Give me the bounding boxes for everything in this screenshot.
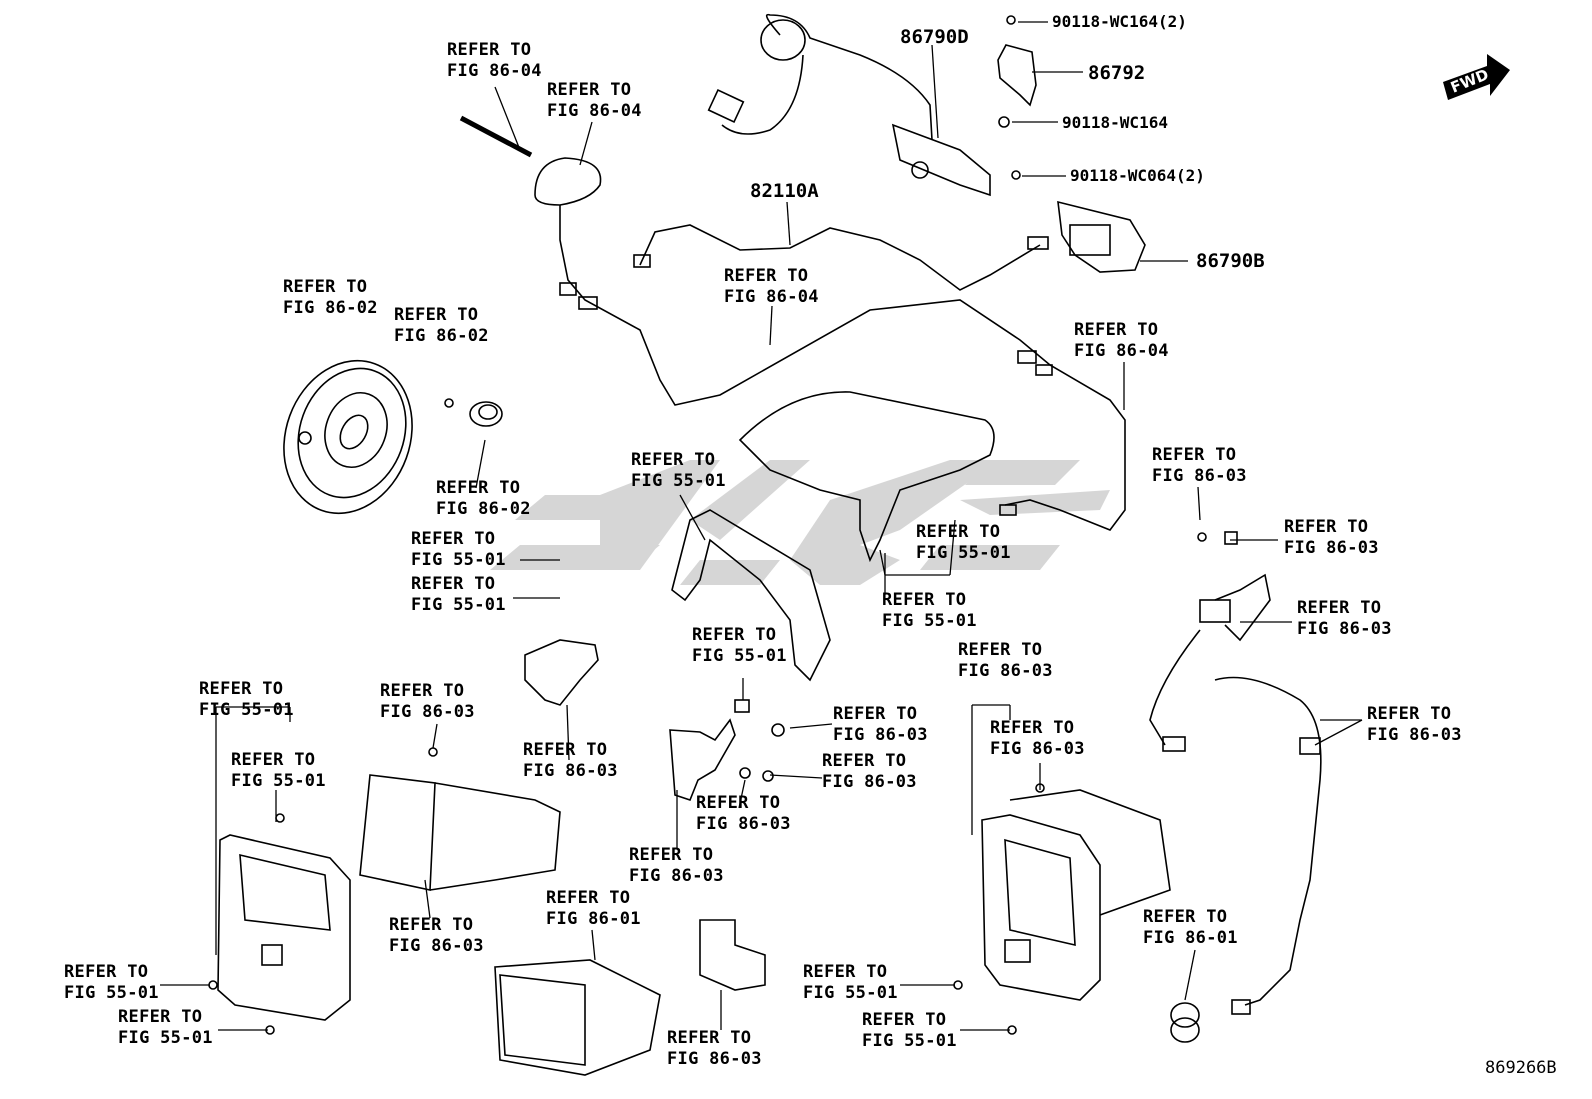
tweeter-icon [444, 398, 503, 427]
part-number-86792[interactable]: 86792 [1088, 62, 1146, 84]
speaker-icon [283, 359, 413, 515]
part-number-90118-wc164-x2[interactable]: 90118-WC164(2) [1052, 12, 1187, 31]
parts-linework [208, 13, 1322, 1076]
part-number-90118-wc164[interactable]: 90118-WC164 [1062, 113, 1168, 132]
antenna-icon [459, 115, 602, 206]
part-number-90118-wc064-x2[interactable]: 90118-WC064(2) [1070, 166, 1205, 185]
diagram-id: 869266B [1485, 1058, 1557, 1078]
fwd-arrow-icon [1443, 54, 1510, 100]
leader-lines [160, 21, 1363, 1031]
part-number-86790b[interactable]: 86790B [1196, 250, 1265, 272]
part-number-86790d[interactable]: 86790D [900, 26, 969, 48]
part-number-82110a[interactable]: 82110A [750, 180, 819, 202]
watermark-logo [490, 460, 1110, 585]
